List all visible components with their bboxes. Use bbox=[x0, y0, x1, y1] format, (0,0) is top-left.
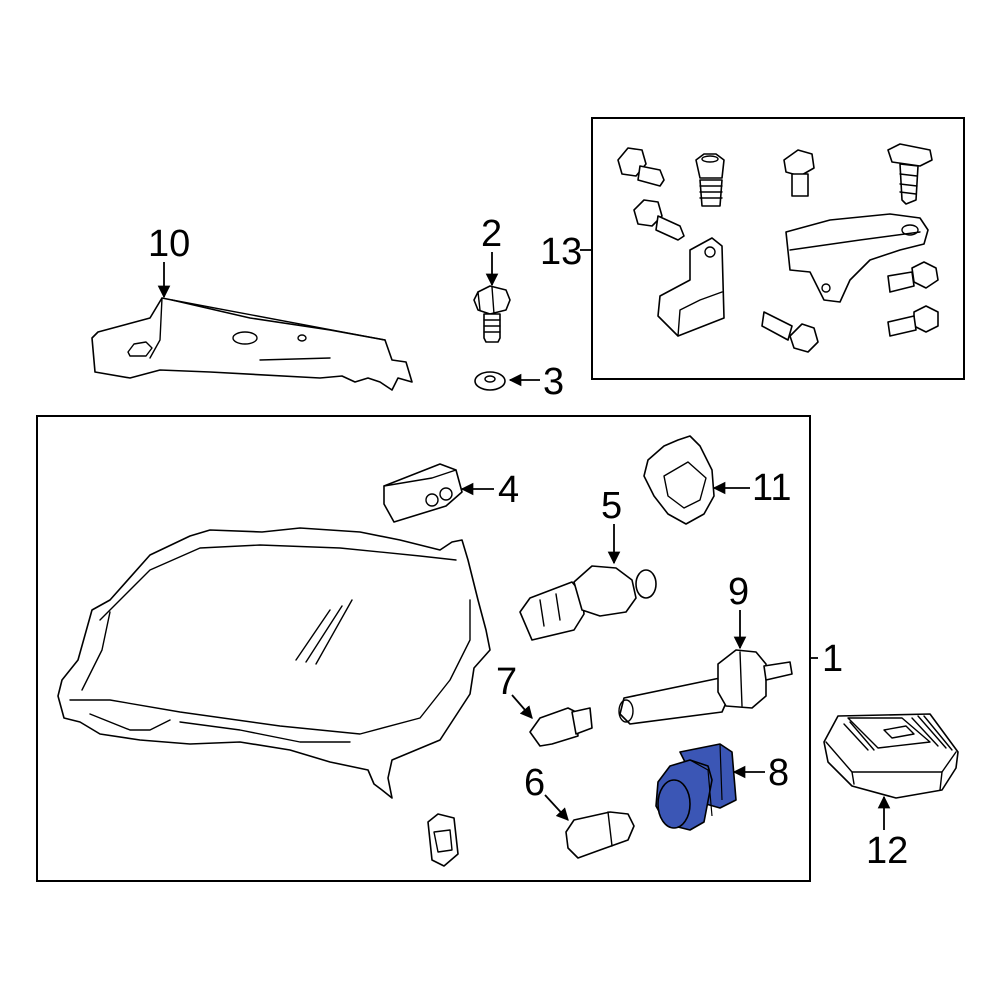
part-clip[interactable] bbox=[427, 813, 459, 867]
callout-4: 4 bbox=[498, 469, 519, 511]
part-6-bulb[interactable] bbox=[565, 811, 635, 859]
part-1-headlamp-assembly[interactable] bbox=[57, 527, 491, 799]
part-13-hardware-kit[interactable] bbox=[617, 143, 939, 353]
part-4-mount[interactable] bbox=[383, 463, 463, 523]
part-7-bulb[interactable] bbox=[529, 707, 593, 747]
callout-9: 9 bbox=[728, 571, 749, 613]
hardware-kit-frame bbox=[591, 117, 965, 380]
part-10-bracket[interactable] bbox=[91, 297, 413, 391]
part-5-bulb[interactable] bbox=[519, 565, 657, 641]
callout-8: 8 bbox=[768, 752, 789, 794]
callout-10: 10 bbox=[148, 223, 190, 265]
headlamp-assembly-frame bbox=[36, 415, 811, 882]
callout-1: 1 bbox=[822, 638, 843, 680]
part-2-bolt[interactable] bbox=[473, 285, 511, 343]
part-9-xenon-bulb[interactable] bbox=[618, 649, 793, 725]
part-12-control-module[interactable] bbox=[823, 713, 959, 799]
callout-5: 5 bbox=[601, 485, 622, 527]
callout-7: 7 bbox=[496, 661, 517, 703]
part-8-bulb-socket[interactable] bbox=[655, 743, 737, 831]
callout-3: 3 bbox=[543, 361, 564, 403]
callout-11: 11 bbox=[752, 467, 791, 509]
part-3-washer[interactable] bbox=[474, 371, 506, 391]
leader-lines bbox=[157, 249, 891, 830]
callout-13: 13 bbox=[540, 231, 582, 273]
part-11-cover-cap[interactable] bbox=[643, 435, 715, 525]
callout-6: 6 bbox=[524, 762, 545, 804]
callout-12: 12 bbox=[866, 830, 908, 872]
callout-2: 2 bbox=[481, 213, 502, 255]
